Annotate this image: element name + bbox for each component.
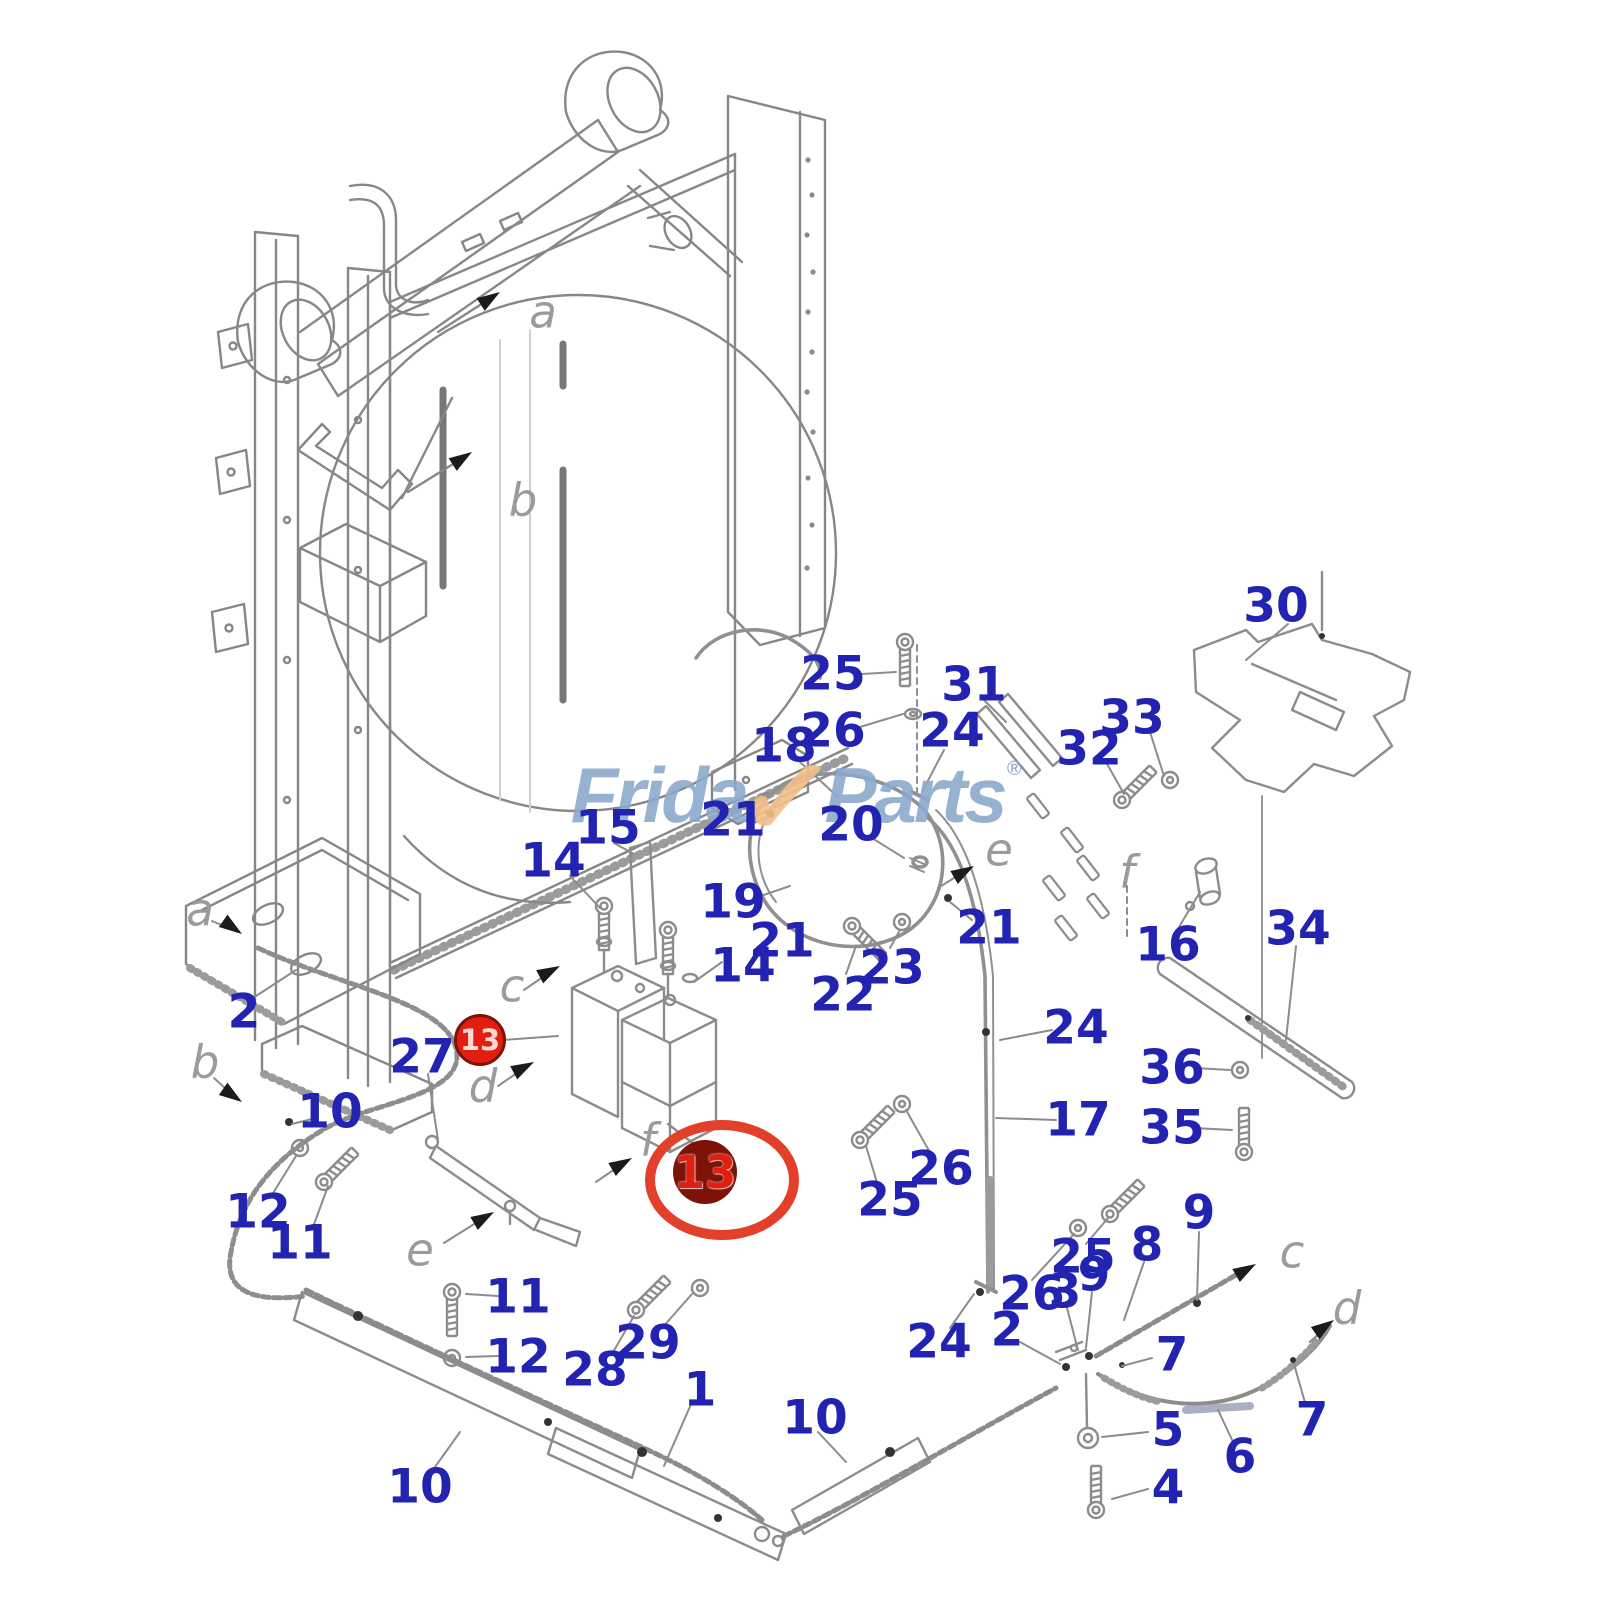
logo-text-parts: Parts [824,750,1008,839]
leader-lines [211,623,1307,1500]
hose-loop [694,628,998,1296]
drain-cluster [1054,1265,1332,1450]
radiator-assembly [184,50,855,1134]
logo-text-friday: Frida [570,750,750,839]
logo-check-icon: ✓ [731,726,840,867]
left-hose [227,945,460,1301]
registered-mark: ® [1006,757,1022,780]
right-bracket-group [975,570,1412,1100]
reserve-tanks [424,840,718,1248]
hose-loop-hardware [839,632,923,964]
bottom-rails [292,1287,1059,1562]
fridayparts-watermark-logo: Frida✓Parts® [566,727,1026,866]
